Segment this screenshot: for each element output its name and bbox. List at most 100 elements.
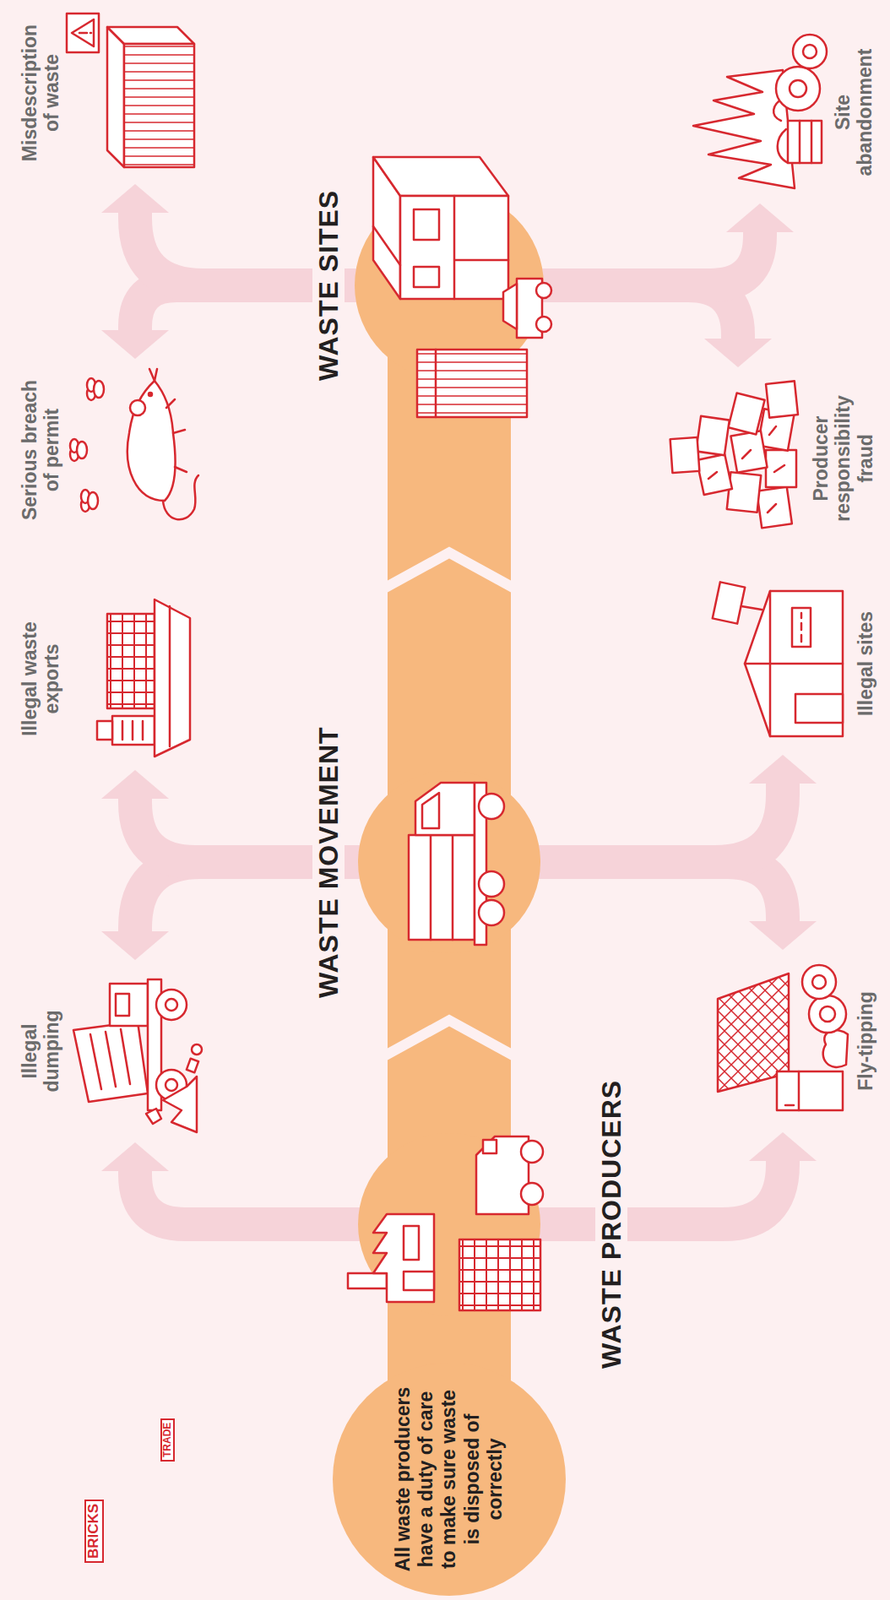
- risk-arrow: [519, 754, 817, 863]
- illustration-part: [165, 1079, 178, 1091]
- arrow-head: [101, 184, 169, 213]
- illustration-part: [70, 439, 87, 462]
- outcome-node: Producer responsibility fraud: [666, 370, 877, 547]
- illustration-part: [688, 27, 832, 197]
- illustration-part: [785, 1071, 799, 1111]
- illustration-part: [347, 1273, 387, 1289]
- dumper-truck-icon: [63, 966, 207, 1136]
- illustration-part: [87, 492, 98, 510]
- arrow-head: [101, 330, 169, 359]
- icon-text: TRADE: [160, 1418, 175, 1462]
- illustration-part: [695, 416, 730, 456]
- illustration-part: [727, 393, 765, 435]
- illustration-part: [93, 380, 104, 398]
- intro-circle: All waste producers have a duty of care …: [332, 1362, 566, 1596]
- illustration-part: [86, 378, 104, 401]
- arrow-head: [101, 770, 169, 799]
- illustration-part: [162, 475, 199, 520]
- illustration-part: [422, 792, 440, 829]
- illustration-part: [776, 1071, 843, 1111]
- illustration-part: [710, 956, 855, 1126]
- producer-buildings-icon: [332, 1107, 566, 1341]
- outcome-label: Producer responsibility fraud: [809, 387, 877, 530]
- illustration-part: [823, 1030, 848, 1068]
- illustration-part: [63, 365, 207, 535]
- arrow-head: [704, 338, 772, 368]
- illustration-part: [478, 793, 505, 820]
- stage-heading: WASTE PRODUCERS: [595, 1074, 628, 1374]
- illustration-part: [744, 591, 843, 737]
- illustration-part: [776, 66, 820, 111]
- illustration-part: [403, 1226, 419, 1260]
- illustration-part: [107, 27, 125, 168]
- illustration-part: [799, 120, 812, 163]
- illustration-part: [666, 374, 810, 543]
- illustration-part: [434, 349, 438, 418]
- outcome-node: Misdescription of waste: [18, 5, 207, 181]
- illustration-part: [107, 613, 155, 709]
- outcome-label: Serious breach of permit: [18, 371, 64, 529]
- arrow-head: [748, 1132, 817, 1162]
- illustration-part: [97, 721, 113, 740]
- illustration-part: [66, 13, 99, 53]
- burning-site-icon: [688, 27, 832, 197]
- illustration-part: [149, 369, 187, 473]
- arrow-shaft: [135, 1169, 380, 1225]
- stage-circle: WASTE MOVEMENT: [358, 770, 541, 954]
- arrow-head: [101, 931, 169, 961]
- illustration-part: [478, 871, 505, 897]
- illustration-part: [186, 1058, 199, 1074]
- illustration-part: [124, 43, 195, 168]
- fly-tipping-icon: [710, 956, 855, 1126]
- illustration-part: [712, 581, 745, 624]
- lorry-icon: [363, 757, 532, 966]
- illustration-part: [332, 1107, 566, 1341]
- illustration-part: [459, 1239, 541, 1311]
- illustration-part: [520, 1140, 543, 1163]
- illustration-part: [363, 757, 532, 966]
- illustration-part: [417, 349, 527, 418]
- outcome-label: Illegal waste exports: [18, 607, 64, 750]
- illustration-part: [79, 32, 92, 35]
- arrow-shaft: [522, 230, 760, 286]
- illustration-part: [744, 591, 843, 737]
- illustration-part: [63, 8, 207, 178]
- illustration-part: [773, 98, 788, 163]
- illustration-part: [122, 721, 143, 740]
- illustration-part: [536, 316, 552, 332]
- illustration-part: [373, 157, 509, 196]
- outcome-label: Fly-tipping: [854, 956, 877, 1126]
- arrow-layer: [101, 184, 817, 1225]
- illustration-part: [708, 426, 785, 513]
- illustration-part: [808, 995, 847, 1033]
- arrow-head: [726, 203, 794, 233]
- illustration-part: [812, 975, 826, 989]
- illustration-part: [165, 998, 178, 1011]
- illustration-part: [792, 607, 811, 647]
- stage-heading: WASTE SITES: [312, 184, 345, 386]
- risk-arrow: [101, 1142, 380, 1225]
- rat-and-flies-icon: [63, 365, 207, 535]
- illustration-part: [520, 1183, 543, 1205]
- arrow-shaft: [519, 1159, 783, 1225]
- illustration-part: [90, 1029, 131, 1090]
- illustration-part: [112, 716, 155, 745]
- illustration-part: [76, 441, 87, 459]
- risk-arrow: [519, 1132, 817, 1225]
- illustration-part: [536, 282, 552, 299]
- arrow-shaft: [519, 781, 783, 863]
- container-ship-icon: [63, 594, 207, 764]
- illustration-part: [408, 835, 475, 940]
- risk-arrow: [522, 203, 794, 286]
- illustration-part: [415, 782, 475, 836]
- illustration-part: [127, 380, 176, 501]
- icon-text: BRICKS: [84, 1499, 104, 1563]
- illustration-part: [413, 266, 440, 288]
- outcome-node: Illegal sites: [710, 575, 877, 752]
- illustration-part: [154, 599, 190, 757]
- arrow-head: [748, 754, 817, 784]
- illustration-part: [765, 380, 798, 418]
- illustration-part: [107, 27, 195, 44]
- illustration-part: [800, 613, 804, 642]
